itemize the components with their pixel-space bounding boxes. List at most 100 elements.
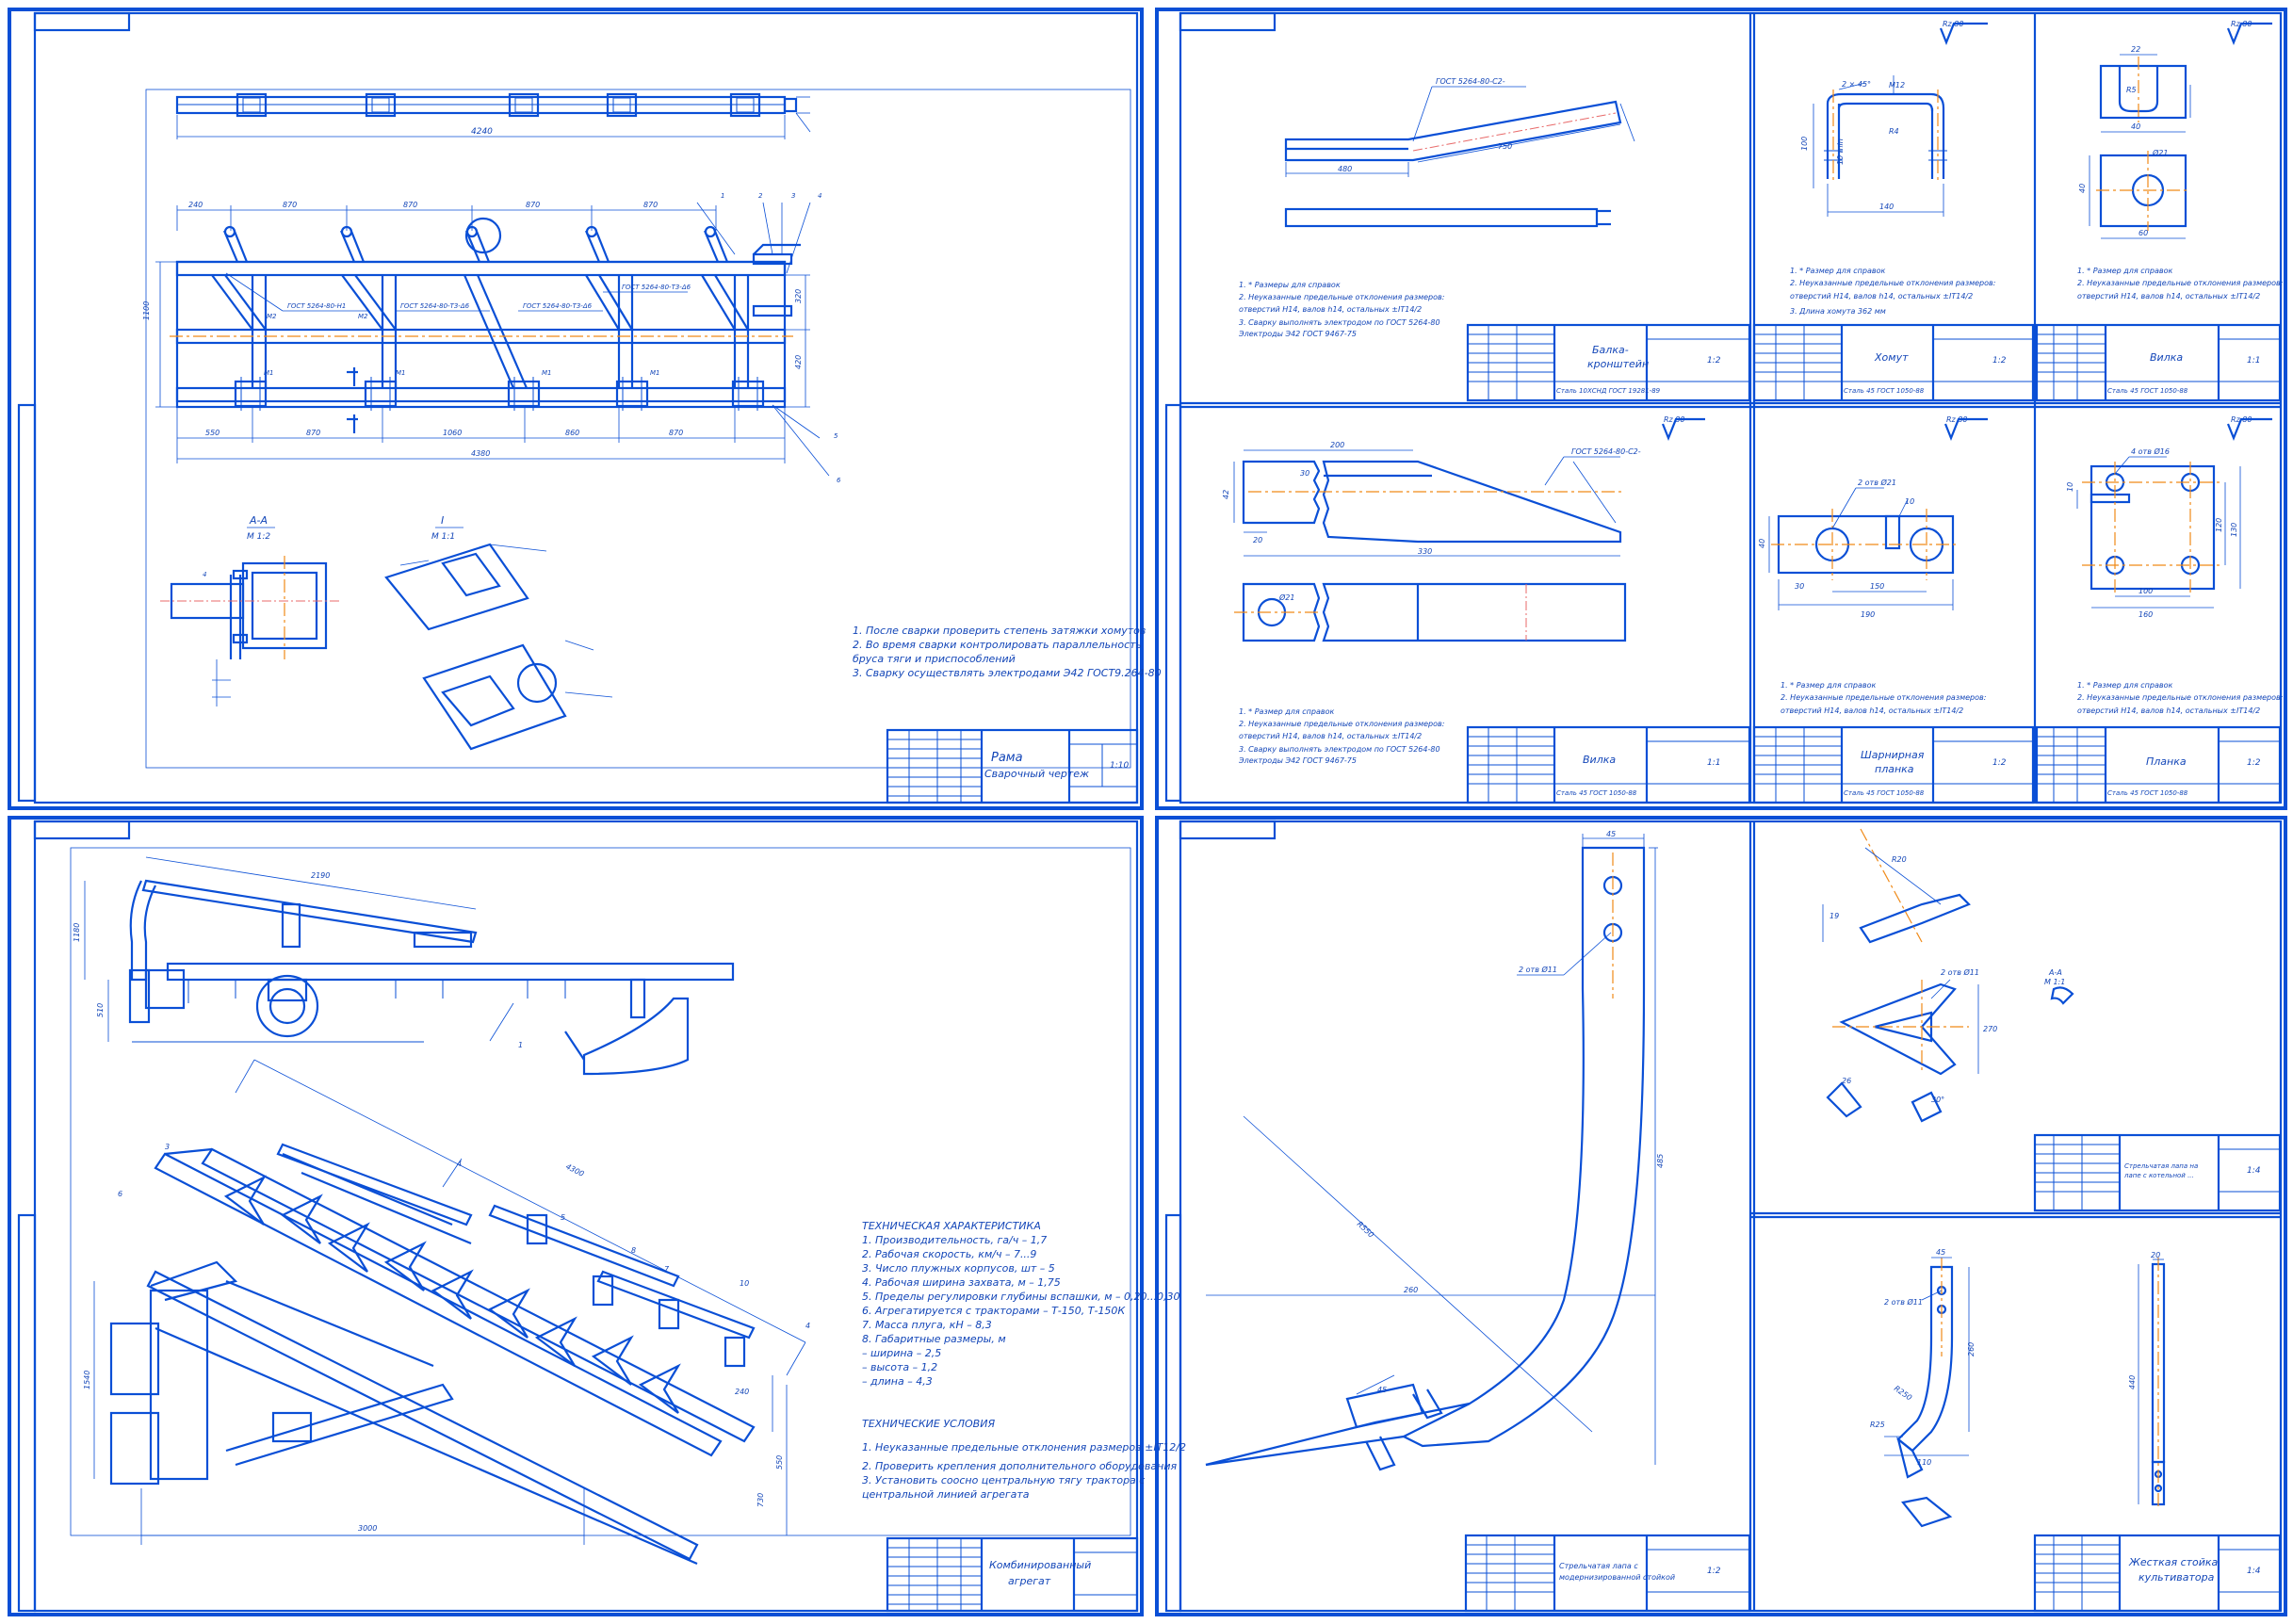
svg-text:Сварочный чертеж: Сварочный чертеж <box>984 768 1089 780</box>
svg-text:5. Пределы регулировки глубины: 5. Пределы регулировки глубины вспашки, … <box>862 1291 1180 1303</box>
svg-text:10: 10 <box>1905 497 1914 506</box>
svg-text:М1: М1 <box>264 369 274 377</box>
svg-text:26: 26 <box>1842 1077 1851 1085</box>
svg-text:870: 870 <box>306 429 320 437</box>
svg-text:1. Неуказанные предельные откл: 1. Неуказанные предельные отклонения раз… <box>862 1441 1186 1453</box>
svg-text:Ø21: Ø21 <box>2152 148 2168 157</box>
svg-text:2190: 2190 <box>311 871 330 880</box>
svg-text:30: 30 <box>1300 469 1309 478</box>
svg-text:1. После сварки проверить степ: 1. После сварки проверить степень затяжк… <box>853 625 1146 637</box>
svg-text:30°: 30° <box>1931 1096 1944 1104</box>
svg-text:Стрельчатая лапа на: Стрельчатая лапа на <box>2124 1162 2198 1170</box>
svg-text:Хомут: Хомут <box>1874 351 1909 364</box>
svg-text:19: 19 <box>1830 912 1839 920</box>
svg-text:870: 870 <box>526 201 540 209</box>
svg-text:1100: 1100 <box>142 301 151 320</box>
svg-text:R25: R25 <box>1870 1421 1885 1429</box>
svg-text:750: 750 <box>1498 142 1512 151</box>
svg-text:ГОСТ 5264-80-С2-: ГОСТ 5264-80-С2- <box>1436 77 1505 86</box>
svg-text:3. Сварку осуществлять электро: 3. Сварку осуществлять электродами Э42 Г… <box>853 667 1162 679</box>
svg-text:22: 22 <box>2131 45 2140 54</box>
svg-text:R5: R5 <box>2126 86 2137 94</box>
svg-text:М 1:1: М 1:1 <box>431 532 455 542</box>
svg-text:1. * Размер для справок: 1. * Размер для справок <box>1781 681 1876 690</box>
svg-text:ТЕХНИЧЕСКИЕ УСЛОВИЯ: ТЕХНИЧЕСКИЕ УСЛОВИЯ <box>862 1418 995 1430</box>
svg-text:– высота – 1,2: – высота – 1,2 <box>862 1361 937 1373</box>
svg-text:2. Рабочая скорость, км/ч – 7.: 2. Рабочая скорость, км/ч – 7...9 <box>862 1248 1036 1260</box>
svg-text:40: 40 <box>2131 122 2140 131</box>
svg-text:А-А: А-А <box>249 514 268 527</box>
svg-text:модернизированной стойкой: модернизированной стойкой <box>1559 1573 1675 1582</box>
svg-text:7. Масса плуга, кН – 8,3: 7. Масса плуга, кН – 8,3 <box>862 1319 992 1331</box>
svg-text:отверстий H14, валов h14, оста: отверстий H14, валов h14, остальных ±IT1… <box>2077 292 2260 300</box>
aggregate-side-view: 1180 510 2190 1 <box>73 856 735 1076</box>
svg-text:40: 40 <box>2078 184 2087 193</box>
svg-text:260: 260 <box>1404 1286 1418 1294</box>
svg-text:1:1: 1:1 <box>1707 758 1720 768</box>
paw-detail-title-block: Стрельчатая лапа на лапе с котельной ...… <box>2033 1133 2282 1212</box>
svg-text:480: 480 <box>1338 165 1352 173</box>
svg-text:2 × 45°: 2 × 45° <box>1842 80 1871 89</box>
svg-text:М2: М2 <box>358 313 368 320</box>
svg-text:1. * Размеры для справок: 1. * Размеры для справок <box>1239 281 1341 289</box>
frame-title-block: Рама Сварочный чертеж 1:10 <box>886 728 1139 804</box>
svg-text:330: 330 <box>1418 547 1432 556</box>
svg-text:2 отв Ø21: 2 отв Ø21 <box>1858 478 1896 487</box>
svg-text:отверстий H14, валов h14, оста: отверстий H14, валов h14, остальных ±IT1… <box>1790 292 1973 300</box>
svg-text:культиватора: культиватора <box>2139 1571 2215 1583</box>
svg-text:870: 870 <box>669 429 683 437</box>
svg-text:Планка: Планка <box>2146 755 2187 768</box>
svg-text:Сталь 10ХСНД ГОСТ 19281-89: Сталь 10ХСНД ГОСТ 19281-89 <box>1556 387 1661 395</box>
paw-drawing: 45 485 260 R550 2 отв Ø11 45 Стрельчатая… <box>1205 830 1751 1613</box>
svg-text:2. Проверить крепления дополни: 2. Проверить крепления дополнительного о… <box>862 1460 1177 1472</box>
svg-text:Сталь 45 ГОСТ 1050-88: Сталь 45 ГОСТ 1050-88 <box>1844 789 1925 797</box>
svg-text:6: 6 <box>837 477 841 484</box>
svg-text:730: 730 <box>756 1493 765 1507</box>
svg-text:1:2: 1:2 <box>1992 758 2007 768</box>
svg-text:6. Агрегатируется с тракторами: 6. Агрегатируется с тракторами – Т-150, … <box>862 1305 1126 1317</box>
svg-text:40: 40 <box>1758 539 1766 548</box>
svg-text:Стрельчатая лапа с: Стрельчатая лапа с <box>1559 1562 1638 1570</box>
balka-title-block: Балка- кронштейн Сталь 10ХСНД ГОСТ 19281… <box>1466 323 1751 402</box>
svg-text:2 отв Ø11: 2 отв Ø11 <box>1941 967 1979 977</box>
svg-text:190: 190 <box>1861 610 1875 619</box>
svg-text:200: 200 <box>1330 441 1344 449</box>
svg-text:отверстий H14, валов h14, оста: отверстий H14, валов h14, остальных ±IT1… <box>1239 305 1422 314</box>
svg-text:М 1:1: М 1:1 <box>2044 978 2065 986</box>
svg-text:420: 420 <box>794 355 803 369</box>
svg-text:М 1:2: М 1:2 <box>247 532 270 542</box>
svg-text:R4: R4 <box>1889 127 1899 136</box>
svg-text:3. Сварку выполнять электродом: 3. Сварку выполнять электродом по ГОСТ 5… <box>1239 318 1440 327</box>
frame-notes: 1. После сварки проверить степень затяжк… <box>853 625 1162 679</box>
svg-text:A-A: A-A <box>2048 968 2062 977</box>
svg-text:1540: 1540 <box>83 1371 91 1389</box>
svg-text:1180: 1180 <box>73 923 81 942</box>
svg-text:45: 45 <box>1936 1248 1945 1257</box>
aggregate-spec: ТЕХНИЧЕСКАЯ ХАРАКТЕРИСТИКА 1. Производит… <box>862 1220 1186 1501</box>
svg-text:320: 320 <box>794 289 803 303</box>
svg-text:2. Неуказанные предельные откл: 2. Неуказанные предельные отклонения раз… <box>1790 279 1996 287</box>
svg-text:485: 485 <box>1656 1154 1665 1168</box>
svg-text:860: 860 <box>565 429 579 437</box>
detail-planka: Rz 80 4 отв Ø16 10 100 160 120 130 <box>2035 415 2284 804</box>
frame-drawing: 4240 <box>142 89 1162 804</box>
svg-text:1. * Размер для справок: 1. * Размер для справок <box>1790 267 1885 275</box>
svg-text:Электроды Э42 ГОСТ 9467-75: Электроды Э42 ГОСТ 9467-75 <box>1238 756 1357 765</box>
khomut-title-block: Хомут Сталь 45 ГОСТ 1050-88 1:2 <box>1752 323 2035 402</box>
svg-text:100: 100 <box>1800 137 1809 151</box>
svg-text:М2: М2 <box>267 313 277 320</box>
svg-text:510: 510 <box>96 1003 105 1017</box>
svg-text:45: 45 <box>1377 1386 1387 1394</box>
svg-text:Балка-: Балка- <box>1592 344 1629 356</box>
svg-text:3. Длина хомута 362 мм: 3. Длина хомута 362 мм <box>1790 307 1886 316</box>
svg-text:4300: 4300 <box>564 1162 585 1178</box>
svg-text:3. Сварку выполнять электродом: 3. Сварку выполнять электродом по ГОСТ 5… <box>1239 745 1440 754</box>
svg-text:1:2: 1:2 <box>1992 356 2007 365</box>
svg-text:4. Рабочая ширина захвата, м –: 4. Рабочая ширина захвата, м – 1,75 <box>862 1276 1061 1289</box>
svg-text:1: 1 <box>721 192 724 200</box>
svg-text:бруса тяги и приспособлений: бруса тяги и приспособлений <box>853 653 1016 665</box>
svg-text:870: 870 <box>283 201 297 209</box>
svg-text:2: 2 <box>758 192 763 200</box>
svg-text:отверстий H14, валов h14, оста: отверстий H14, валов h14, остальных ±IT1… <box>1781 706 1963 715</box>
